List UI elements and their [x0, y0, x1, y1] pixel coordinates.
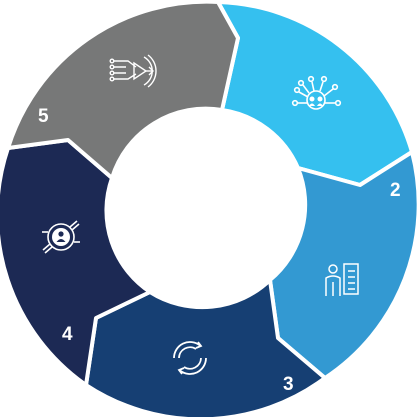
- segment-5: 5: [6, 0, 240, 180]
- segment-5-number: 5: [38, 106, 49, 127]
- person-checklist-icon: [325, 263, 359, 296]
- segment-4: 4: [0, 138, 152, 387]
- segment-1: [216, 0, 414, 187]
- segment-2-number: 2: [390, 180, 401, 201]
- cycle-arrows-icon: [173, 341, 207, 375]
- segment-4-number: 4: [62, 324, 73, 345]
- digital-funnel-icon: [109, 54, 157, 88]
- person-badge-icon: [42, 220, 80, 254]
- segment-3-number: 3: [283, 374, 294, 395]
- segment-2: 2: [268, 150, 417, 380]
- network-hub-icon: [291, 75, 342, 110]
- center-hole: [111, 110, 305, 304]
